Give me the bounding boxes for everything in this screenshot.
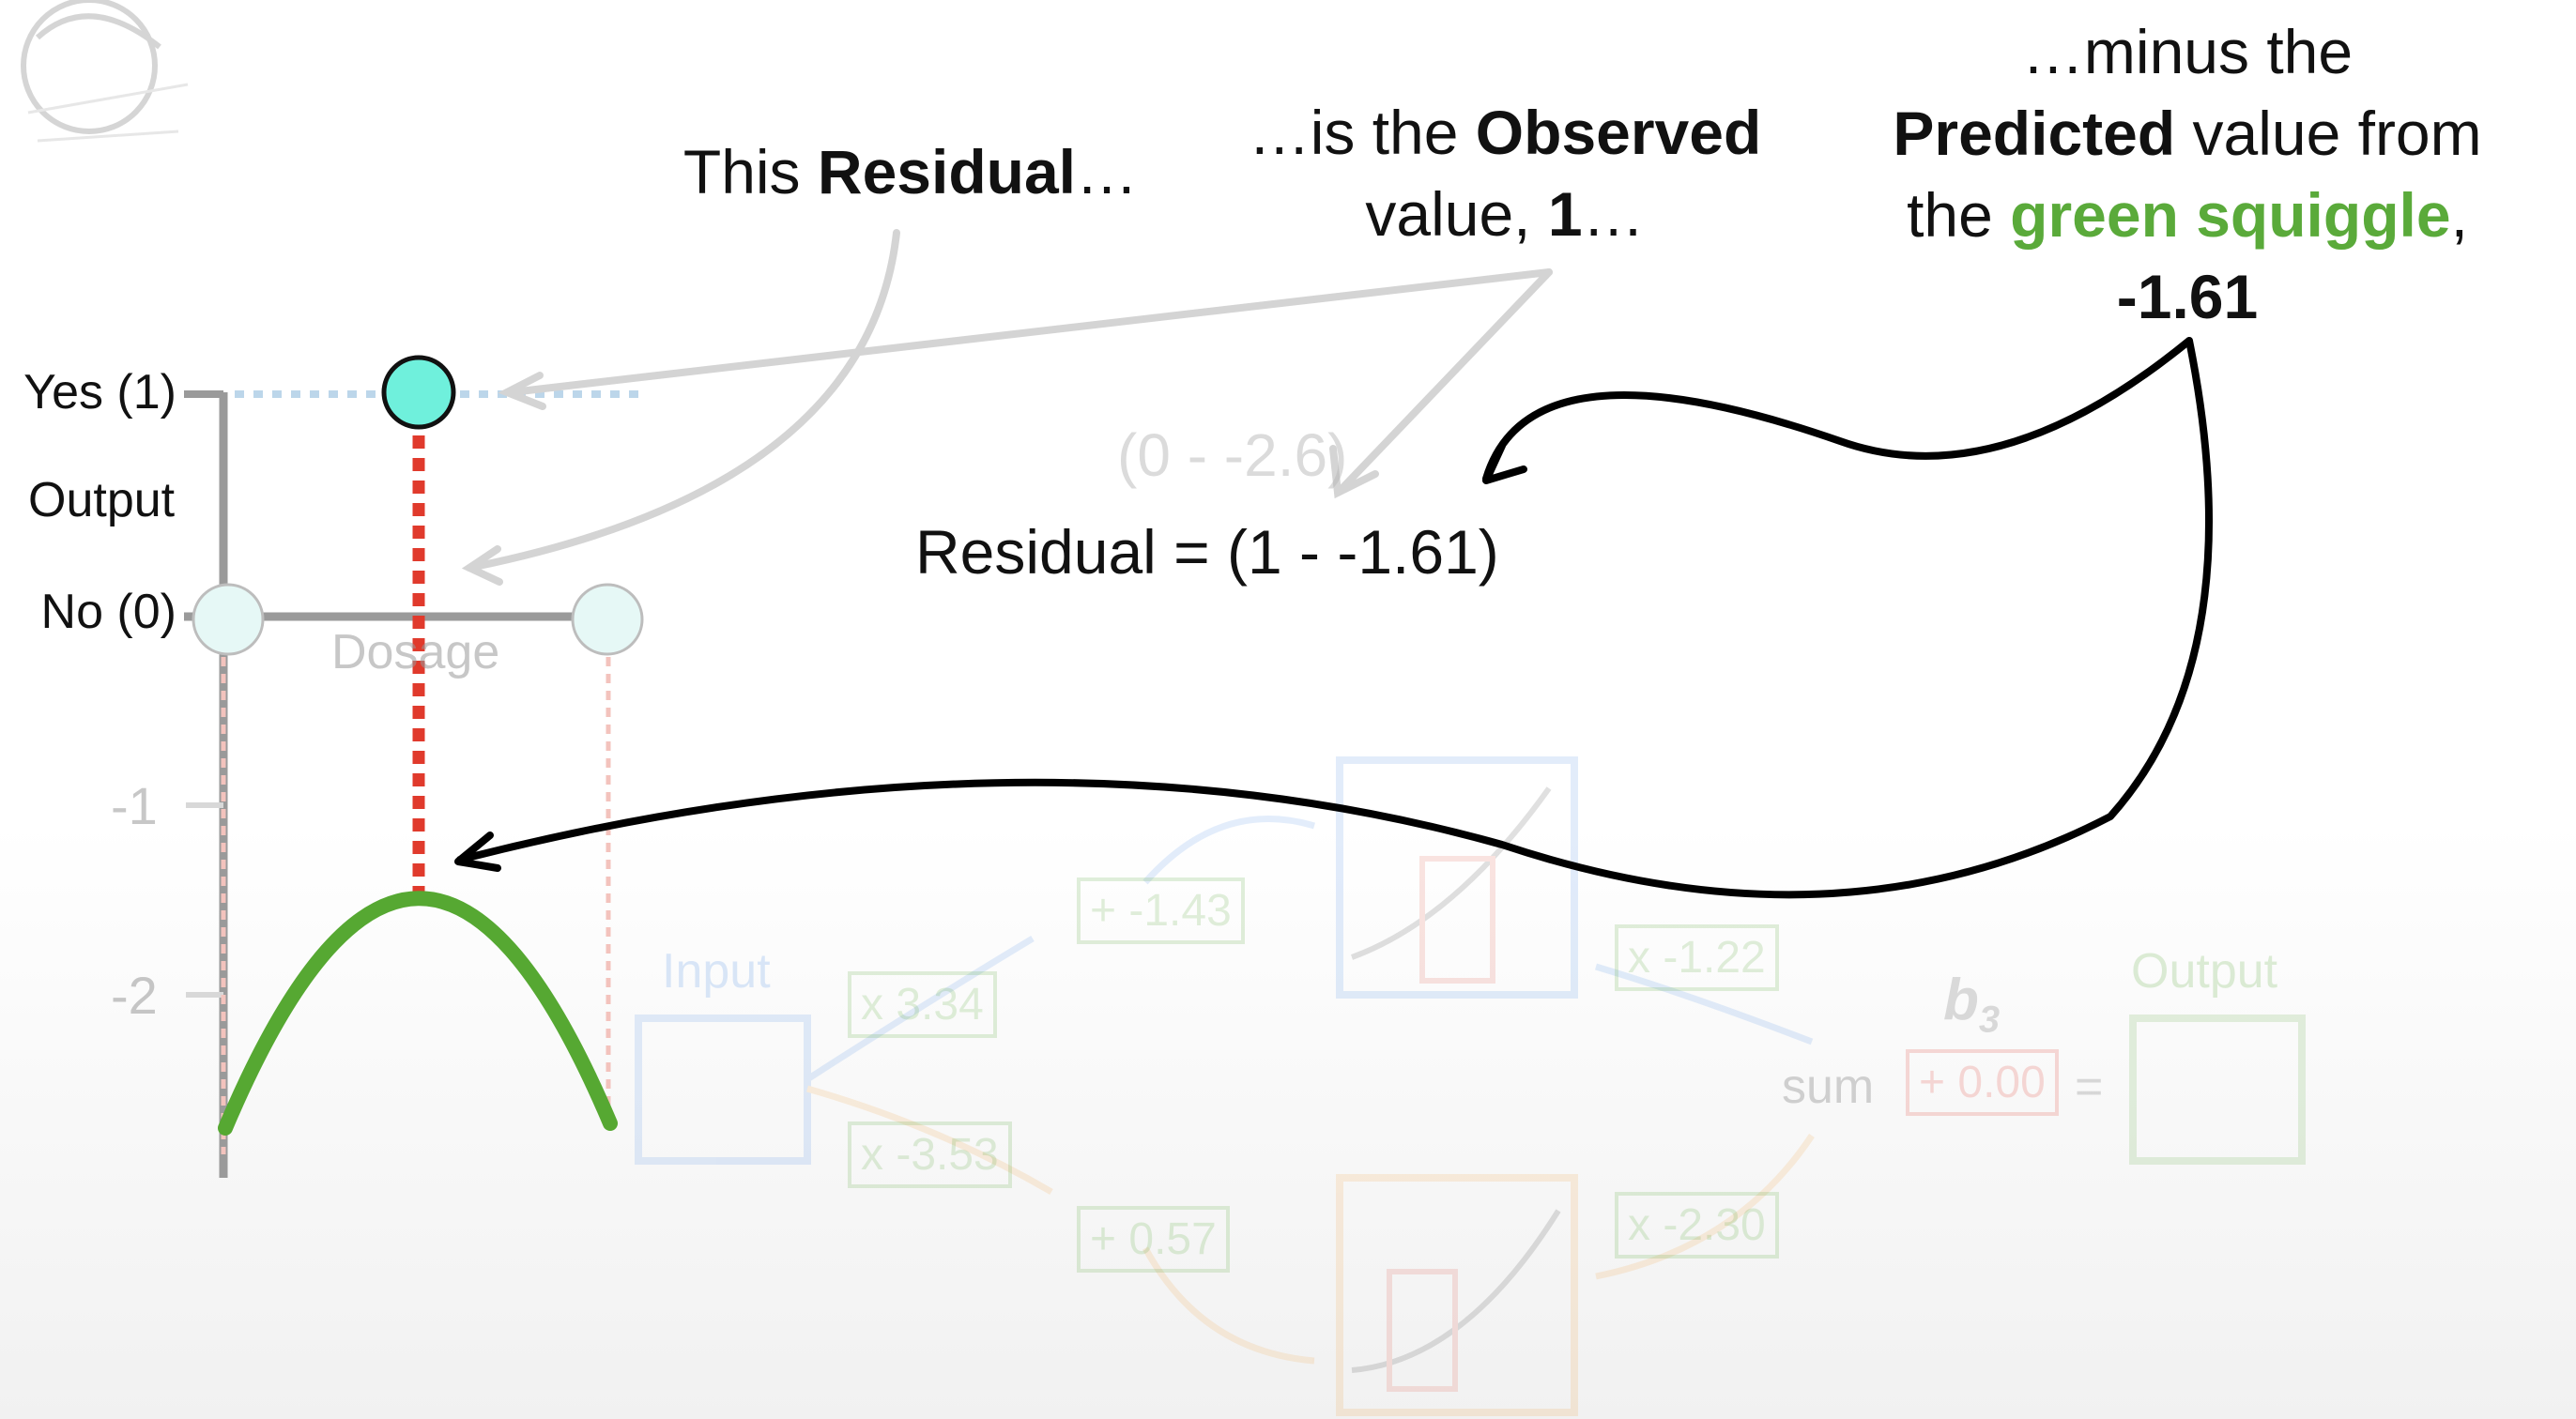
residual-equation: Residual = (1 - -1.61) [915,517,1499,587]
network-bias-label: b3 [1943,967,2000,1041]
weight-1: x 3.34 [848,971,997,1038]
observed-line1-bold: Observed [1475,98,1762,167]
y-axis-title: Output [28,473,176,527]
tick-minus-1: -1 [111,776,158,835]
weight-4: x -2.30 [1615,1192,1779,1259]
network-input-label: Input [662,944,771,999]
plot-axes [184,390,611,1178]
dosage-point-high [571,583,644,656]
bias-3-value: + 0.00 [1906,1049,2059,1116]
equals-sign: = [2075,1060,2104,1114]
bias-2: + 0.57 [1077,1206,1230,1273]
observed-point [381,355,456,430]
residual-bold: Residual [817,137,1076,206]
residual-annotation: This Residual… [683,131,1138,213]
weight-2: x -3.53 [848,1121,1012,1188]
predicted-line2-bold: Predicted [1893,99,2176,169]
background-network [635,756,2306,1416]
weight-3: x -1.22 [1615,924,1779,991]
ghost-equation: (0 - -2.6) [1117,421,1348,489]
predicted-line2-suffix: value from [2175,99,2482,169]
observed-line2-suffix: … [1582,179,1645,250]
predicted-line1: …minus the [2021,17,2354,86]
logo-stamp [21,0,189,143]
tick-no: No (0) [40,585,176,639]
predicted-annotation: …minus the Predicted value from the gree… [1893,11,2481,338]
bias-1: + -1.43 [1077,877,1245,944]
observed-annotation: …is the Observed value, 1… [1249,92,1762,255]
observed-line2-prefix: value, [1365,179,1548,250]
dosage-point-low [192,583,265,656]
bias-subscript: 3 [1978,999,2001,1041]
bias-letter: b [1943,968,1979,1032]
green-squiggle [218,891,618,1136]
observed-line2-bold: 1 [1547,179,1583,250]
observed-line1-prefix: …is the [1248,98,1476,167]
predicted-line3-suffix: , [2450,180,2468,251]
predicted-value: -1.61 [2116,262,2259,332]
network-output-label: Output [2131,944,2278,999]
tick-minus-2: -2 [111,966,158,1025]
tick-yes: Yes (1) [23,365,176,420]
residual-prefix: This [682,137,818,206]
predicted-green-squiggle-label: green squiggle [2010,180,2451,251]
network-sum-label: sum [1782,1060,1875,1114]
residual-suffix: … [1076,137,1138,206]
x-axis-title: Dosage [331,625,500,679]
predicted-line3-prefix: the [1907,180,2011,251]
predicted-arrows [454,337,2213,899]
faint-arrows [461,229,1553,586]
